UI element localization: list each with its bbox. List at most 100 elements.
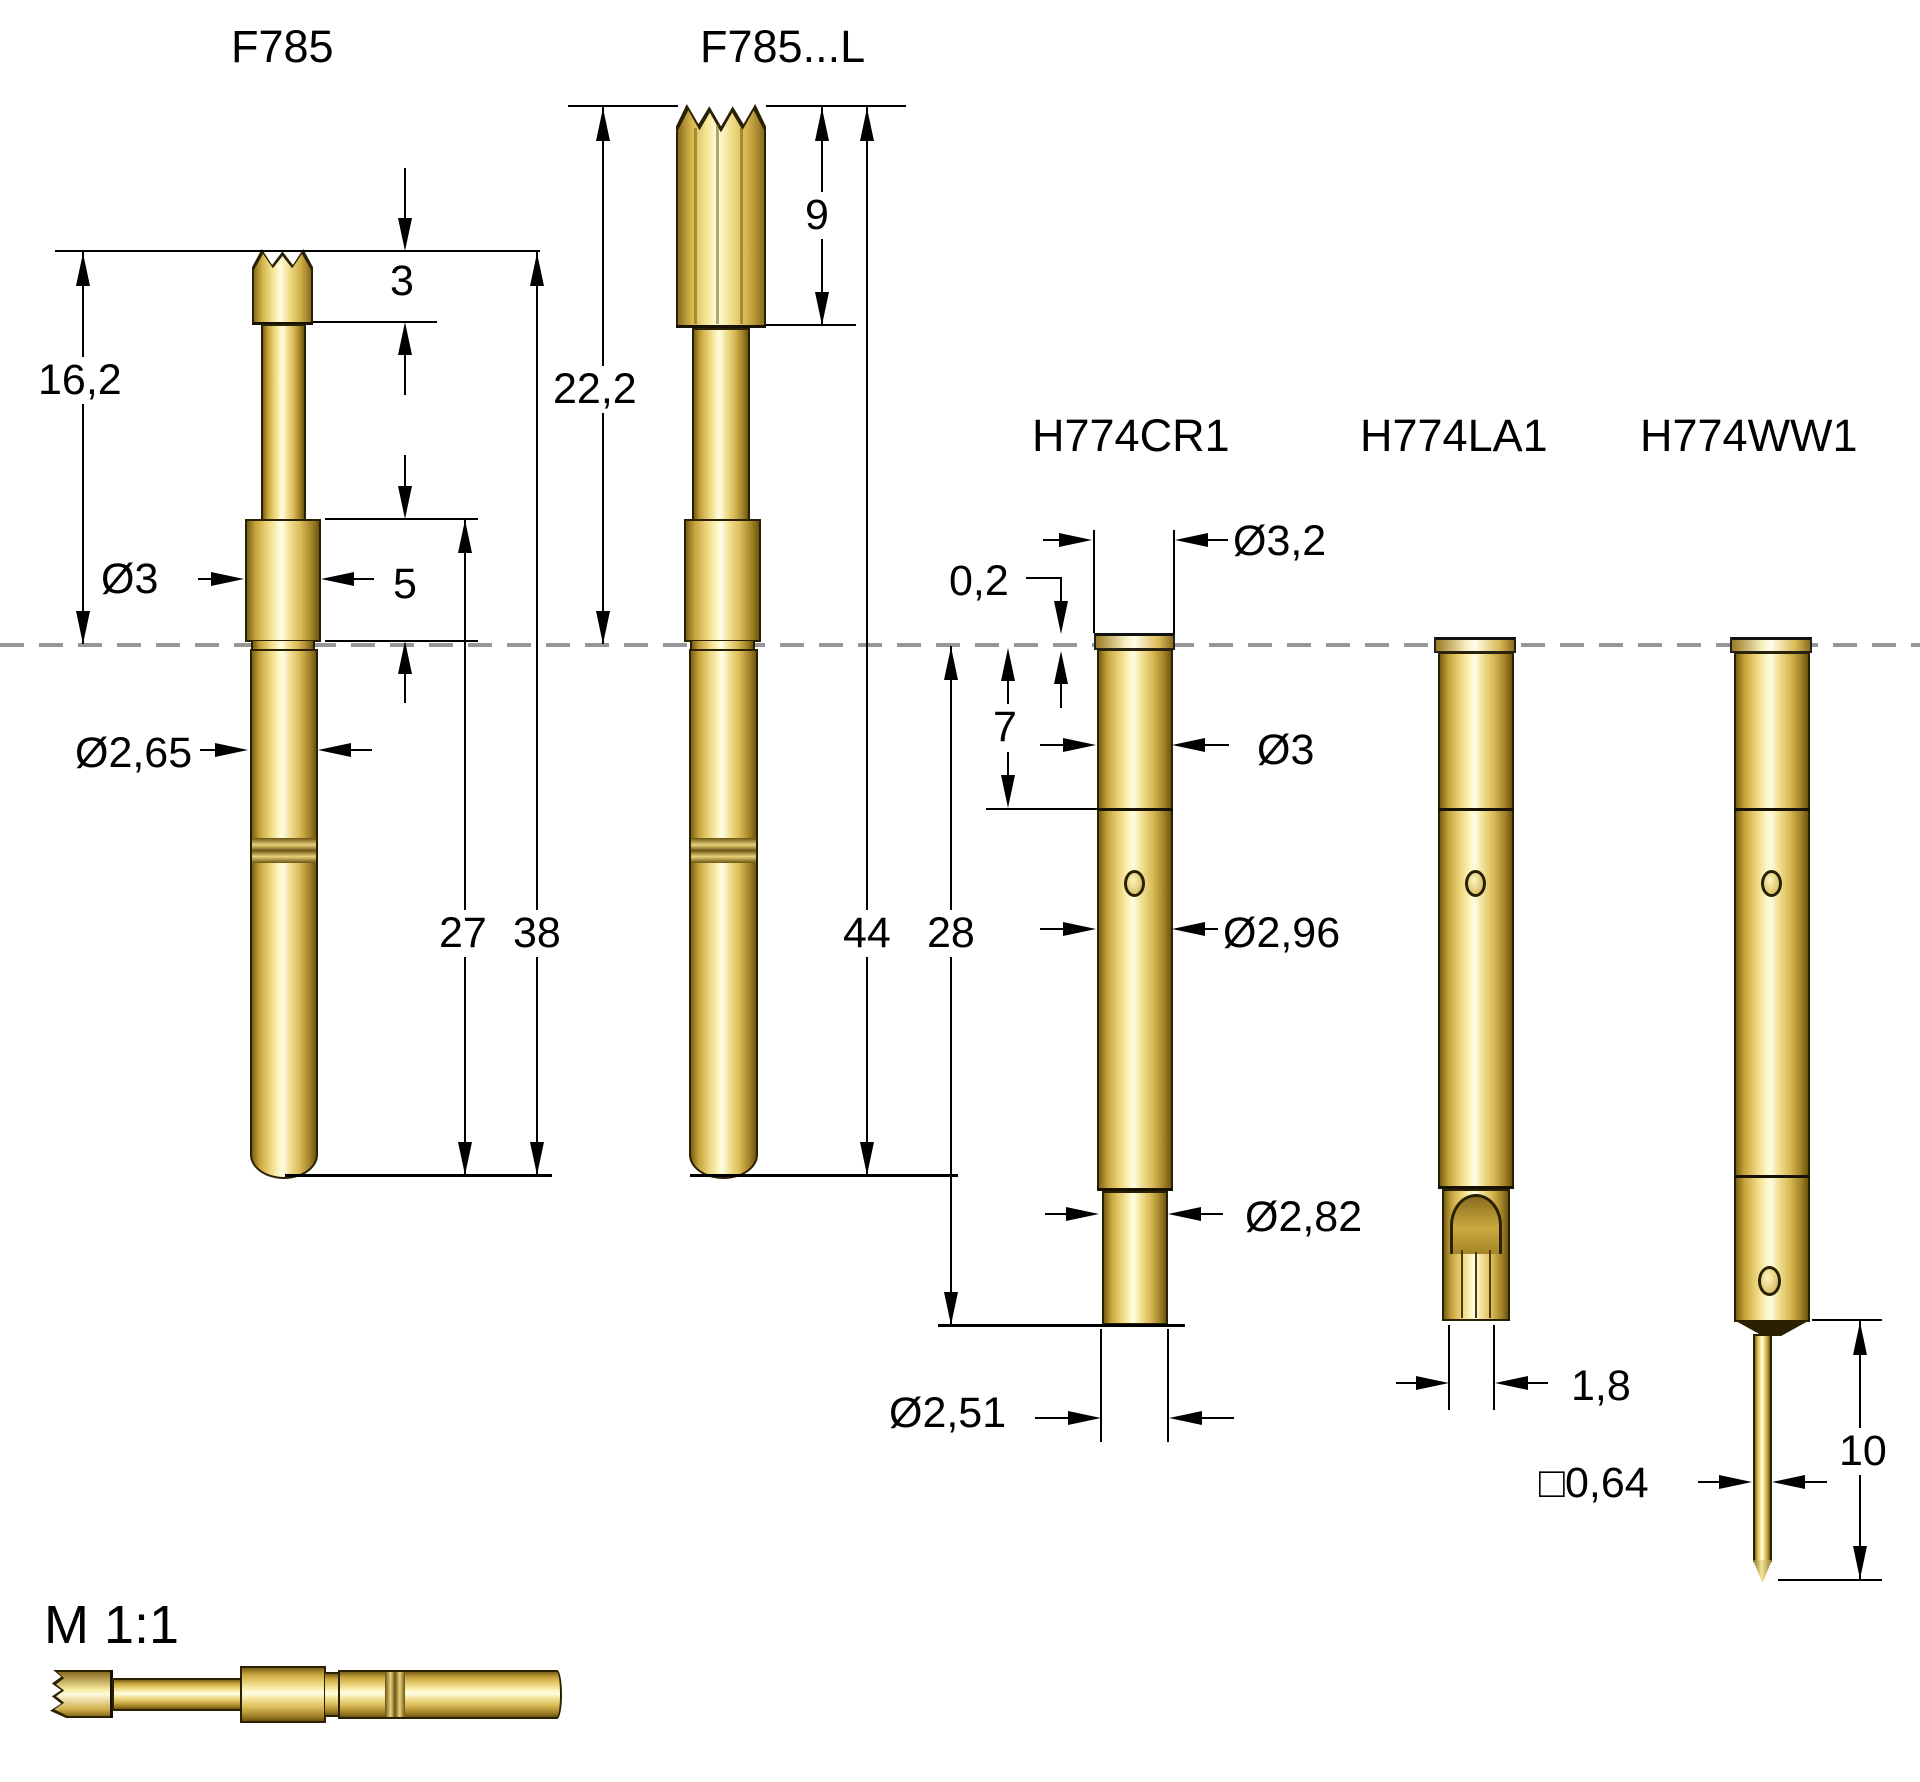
arrow-down-icon xyxy=(1054,601,1068,634)
f785l-bottom-line xyxy=(690,1174,958,1177)
cr1-dia251-stem-left xyxy=(1035,1417,1069,1419)
f785l-dim-44-line xyxy=(866,107,868,1175)
f785-dia265-stem-left xyxy=(200,749,220,751)
arrow-right-icon xyxy=(1719,1475,1752,1489)
f785-collar xyxy=(245,519,321,642)
arrow-up-icon xyxy=(596,108,610,141)
h774ww1-post-tip xyxy=(1753,1560,1772,1583)
m11-plunger xyxy=(112,1678,242,1711)
cr1-dia296-stem-right xyxy=(1203,928,1229,930)
h774ww1-lower-hole xyxy=(1758,1266,1781,1296)
h774cr1-flange xyxy=(1094,633,1175,650)
f785-dim-5-stem-top xyxy=(404,455,406,489)
f785-dim-38: 38 xyxy=(508,910,566,957)
arrow-right-icon xyxy=(1063,738,1096,752)
arrow-left-icon xyxy=(318,743,351,757)
arrow-down-icon xyxy=(1853,1546,1867,1579)
arrow-down-icon xyxy=(530,1142,544,1175)
h774la1-body xyxy=(1438,652,1514,1189)
arrow-up-icon xyxy=(76,253,90,286)
arrow-up-icon xyxy=(398,322,412,355)
f785-dim-3: 3 xyxy=(385,258,419,305)
m11-crimp-groove xyxy=(385,1670,405,1719)
h774la1-solder-cup xyxy=(1450,1194,1502,1254)
la1-18-ext-right xyxy=(1493,1325,1495,1410)
arrow-up-icon xyxy=(530,253,544,286)
f785l-head-flute xyxy=(694,128,697,324)
cr1-dim-28-line xyxy=(950,646,952,1325)
f785-dim-dia265: Ø2,65 xyxy=(70,730,198,777)
h774la1-cup-slot xyxy=(1489,1250,1491,1318)
arrow-down-icon xyxy=(815,292,829,325)
f785l-dim-44: 44 xyxy=(838,910,896,957)
arrow-right-icon xyxy=(1066,1207,1099,1221)
arrow-left-icon xyxy=(1172,738,1205,752)
scale-note-label: M 1:1 xyxy=(44,1595,180,1655)
la1-dim-18: 1,8 xyxy=(1566,1363,1636,1410)
arrow-up-icon xyxy=(1853,1322,1867,1355)
arrow-down-icon xyxy=(1001,775,1015,808)
arrow-right-icon xyxy=(1063,922,1096,936)
m11-crown-base-line xyxy=(110,1670,113,1718)
f785l-head-gold xyxy=(678,110,764,326)
cr1-dia32-ext-right xyxy=(1173,530,1175,633)
cr1-02-stem-bot xyxy=(1060,682,1062,708)
f785l-crimp-groove xyxy=(689,838,758,863)
la1-18-stem-left xyxy=(1396,1382,1418,1384)
h774cr1-section-line xyxy=(1097,808,1173,811)
h774ww1-flange xyxy=(1730,637,1812,653)
h774la1-label: H774LA1 xyxy=(1360,410,1548,461)
f785-crown-tip xyxy=(252,249,313,325)
cr1-dim-02: 0,2 xyxy=(944,558,1014,605)
cr1-dim-28: 28 xyxy=(922,910,980,957)
f785l-head-flute xyxy=(740,128,743,324)
ww1-dim-10: 10 xyxy=(1834,1428,1892,1475)
cr1-dia282-stem-left xyxy=(1045,1213,1069,1215)
f785-dim-16-2: 16,2 xyxy=(33,357,127,404)
arrow-down-icon xyxy=(398,218,412,251)
cr1-7-stem-top xyxy=(1007,680,1009,704)
datum-dashed-line xyxy=(0,643,1920,647)
f785-crown-gold xyxy=(254,253,311,323)
cr1-bottom-line xyxy=(938,1324,1185,1327)
cr1-dia296-stem-left xyxy=(1040,928,1066,930)
cr1-dia32-ext-left xyxy=(1093,530,1095,633)
cr1-dia32-stem-left xyxy=(1043,539,1065,541)
ww1-dim-sq064: □0,64 xyxy=(1534,1460,1654,1507)
f785-dia3-stem-right xyxy=(352,578,374,580)
f785-barrel xyxy=(250,649,318,1155)
f785-dim-38-line xyxy=(536,252,538,1175)
f785-crown-base-line xyxy=(252,322,313,325)
arrow-up-icon xyxy=(398,641,412,674)
arrow-down-icon xyxy=(398,486,412,519)
f785l-topline-left xyxy=(568,105,678,107)
m11-barrel xyxy=(338,1670,546,1719)
f785l-head-flute xyxy=(716,124,719,324)
arrow-right-icon xyxy=(1416,1376,1449,1390)
arrow-up-icon xyxy=(860,108,874,141)
f785l-plunger xyxy=(692,328,750,521)
f785l-barrel xyxy=(689,649,758,1155)
m11-end-cap xyxy=(544,1670,562,1719)
cr1-dim-dia3: Ø3 xyxy=(1252,727,1320,774)
cr1-dia251-ext-left xyxy=(1100,1329,1102,1442)
arrow-down-icon xyxy=(76,611,90,644)
arrow-right-icon xyxy=(1059,533,1092,547)
arrow-down-icon xyxy=(458,1142,472,1175)
cr1-dia32-stem-right xyxy=(1206,539,1228,541)
h774ww1-wirewrap-post xyxy=(1753,1334,1772,1562)
arrow-left-icon xyxy=(1168,1207,1201,1221)
h774ww1-taper xyxy=(1734,1320,1810,1336)
f785-dim-5-stem-bot xyxy=(404,673,406,703)
h774cr1-press-line xyxy=(1097,1188,1173,1191)
f785l-dim-222: 22,2 xyxy=(548,366,642,413)
h774la1-cup-slot xyxy=(1461,1250,1463,1318)
f785l-topline-right xyxy=(766,105,906,107)
arrow-left-icon xyxy=(1172,922,1205,936)
f785-crown-extension-line xyxy=(313,321,437,323)
arrow-right-icon xyxy=(211,572,244,586)
h774ww1-body xyxy=(1734,652,1810,1322)
la1-18-ext-left xyxy=(1448,1325,1450,1410)
arrow-right-icon xyxy=(215,743,248,757)
f785-dia3-stem-left xyxy=(198,578,220,580)
